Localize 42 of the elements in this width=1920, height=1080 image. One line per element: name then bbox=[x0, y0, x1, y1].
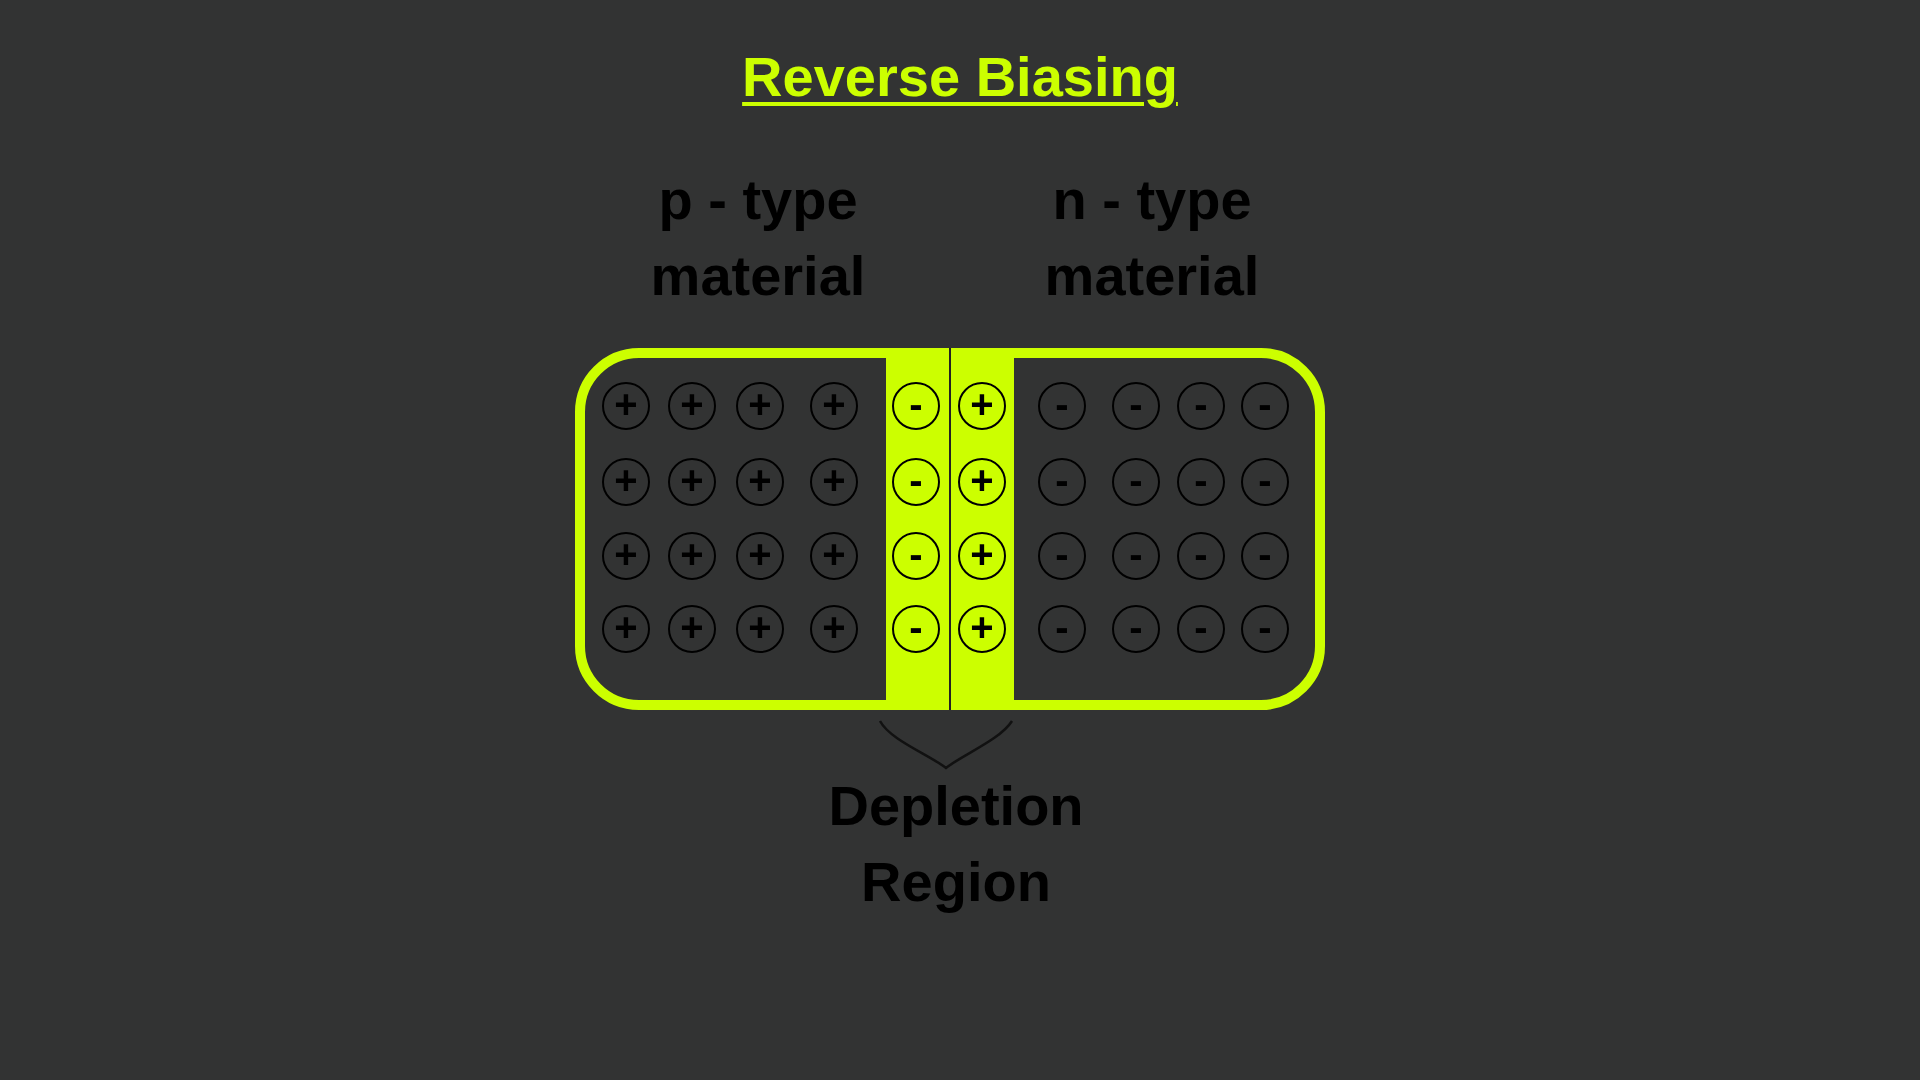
ion-circle: + bbox=[810, 532, 858, 580]
ion-circle: - bbox=[1038, 382, 1086, 430]
ion-circle: + bbox=[958, 458, 1006, 506]
ion-circle: + bbox=[958, 382, 1006, 430]
ion-circle: - bbox=[1038, 532, 1086, 580]
ion-circle: - bbox=[1177, 458, 1225, 506]
ion-circle: - bbox=[1241, 605, 1289, 653]
ion-circle: + bbox=[736, 382, 784, 430]
ion-circle: - bbox=[1177, 382, 1225, 430]
ion-circle: + bbox=[602, 605, 650, 653]
ion-circle: + bbox=[668, 458, 716, 506]
crystal-box bbox=[575, 348, 1325, 710]
ion-circle: + bbox=[810, 382, 858, 430]
ion-circle: - bbox=[1241, 532, 1289, 580]
ion-circle: - bbox=[892, 605, 940, 653]
ion-circle: - bbox=[1038, 605, 1086, 653]
ion-circle: + bbox=[602, 458, 650, 506]
ion-circle: + bbox=[736, 605, 784, 653]
ion-circle: - bbox=[1112, 532, 1160, 580]
ion-circle: + bbox=[668, 382, 716, 430]
ion-circle: + bbox=[668, 605, 716, 653]
ion-circle: + bbox=[958, 532, 1006, 580]
ion-circle: - bbox=[1112, 458, 1160, 506]
ion-circle: - bbox=[1038, 458, 1086, 506]
ion-circle: - bbox=[1112, 382, 1160, 430]
ion-circle: + bbox=[810, 605, 858, 653]
ion-circle: - bbox=[892, 532, 940, 580]
ion-circle: - bbox=[1241, 458, 1289, 506]
ion-circle: + bbox=[736, 532, 784, 580]
ion-circle: - bbox=[1177, 532, 1225, 580]
ion-circle: + bbox=[668, 532, 716, 580]
ion-circle: - bbox=[892, 382, 940, 430]
ion-circle: + bbox=[602, 532, 650, 580]
ion-circle: - bbox=[1112, 605, 1160, 653]
ion-circle: - bbox=[892, 458, 940, 506]
ion-circle: - bbox=[1177, 605, 1225, 653]
ion-circle: + bbox=[602, 382, 650, 430]
ion-circle: + bbox=[736, 458, 784, 506]
title: Reverse Biasing bbox=[742, 45, 1178, 108]
ion-circle: + bbox=[810, 458, 858, 506]
ion-circle: - bbox=[1241, 382, 1289, 430]
ion-circle: + bbox=[958, 605, 1006, 653]
